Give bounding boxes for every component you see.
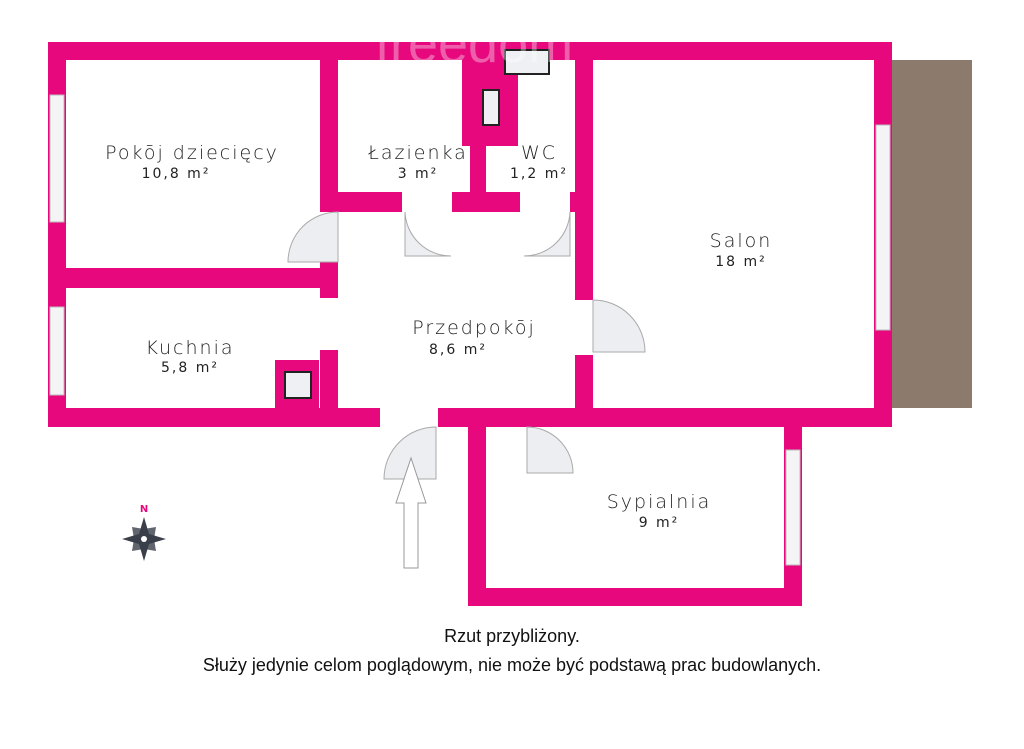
disclaimer-line-2: Służy jedynie celom poglądowym, nie może… xyxy=(202,655,822,675)
doors xyxy=(287,211,646,480)
room-area-lazienka: 3 m² xyxy=(398,166,439,182)
terrace xyxy=(892,60,972,408)
room-area-przedpokoj: 8,6 m² xyxy=(429,342,487,358)
watermark: freedom xyxy=(375,14,573,74)
windows xyxy=(49,94,891,566)
room-name-wc: WC xyxy=(521,142,557,164)
room-name-pokoj: Pokōj dziecięcy xyxy=(105,142,279,164)
room-area-salon: 18 m² xyxy=(715,254,767,270)
room-area-sypialnia: 9 m² xyxy=(639,515,680,531)
room-name-salon: Salon xyxy=(710,230,773,252)
compass-icon xyxy=(122,517,166,561)
room-name-sypialnia: Sypialnia xyxy=(607,491,712,513)
room-name-lazienka: Łazienka xyxy=(367,142,468,164)
room-name-przedpokoj: Przedpokōj xyxy=(412,317,536,339)
room-area-wc: 1,2 m² xyxy=(510,166,568,182)
room-area-kuchnia: 5,8 m² xyxy=(161,360,219,376)
disclaimer-line-1: Rzut przybliżony. xyxy=(444,626,580,646)
ventilation-ducts xyxy=(284,49,550,399)
room-name-kuchnia: Kuchnia xyxy=(145,337,234,359)
entrance-arrow-icon xyxy=(395,456,427,569)
compass-north-label: N xyxy=(140,504,148,515)
room-area-pokoj: 10,8 m² xyxy=(142,166,211,182)
